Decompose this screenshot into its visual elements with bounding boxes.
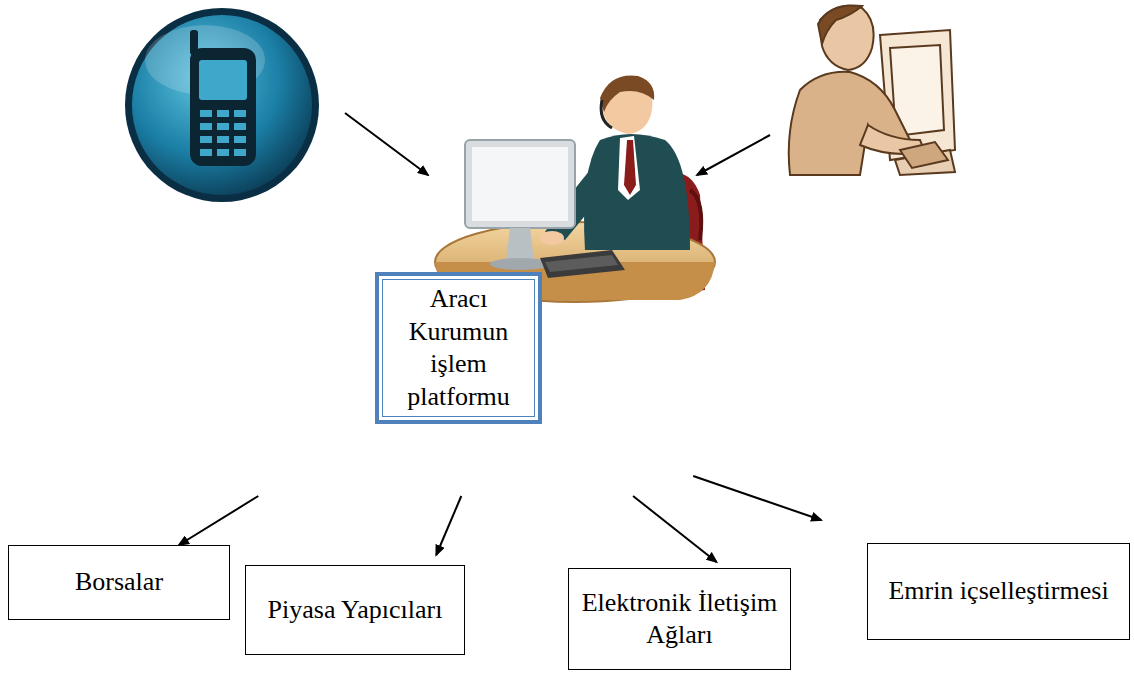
computer-user-sketch — [789, 5, 955, 175]
box-label: Piyasa Yapıcıları — [258, 590, 453, 631]
destination-box: Emrin içselleştirmesi — [867, 543, 1130, 640]
operator-at-desk — [435, 75, 715, 302]
destination-box: Piyasa Yapıcıları — [245, 565, 465, 655]
phone-icon — [125, 8, 319, 202]
flow-arrow — [179, 496, 258, 545]
box-label: Aracı Kurumun işlem platformu — [379, 279, 538, 417]
flow-arrow — [693, 476, 821, 520]
flow-arrow — [633, 496, 716, 562]
destination-box: Borsalar — [8, 545, 230, 620]
box-label: Emrin içselleştirmesi — [878, 571, 1118, 612]
box-label: Borsalar — [65, 562, 173, 603]
input-arrow — [345, 113, 428, 175]
flow-arrow — [436, 496, 461, 555]
box-label: Elektronik İletişim Ağları — [569, 583, 790, 656]
destination-box: Elektronik İletişim Ağları — [568, 568, 791, 670]
input-arrow — [697, 135, 770, 175]
platform-box: Aracı Kurumun işlem platformu — [375, 272, 542, 424]
